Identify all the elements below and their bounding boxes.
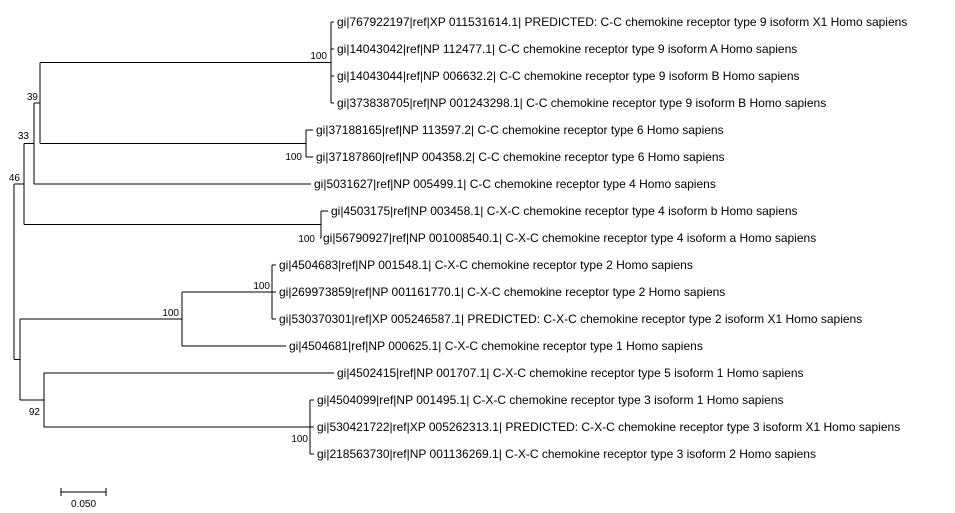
bootstrap-value: 100 <box>253 281 270 292</box>
leaf-label: gi|4502415|ref|NP 001707.1| C-X-C chemok… <box>337 366 804 380</box>
leaf-label: gi|767922197|ref|XP 011531614.1| PREDICT… <box>337 15 907 29</box>
bootstrap-value: 100 <box>298 234 315 245</box>
leaf-label: gi|269973859|ref|NP 001161770.1| C-X-C c… <box>279 285 725 299</box>
bootstrap-value: 100 <box>162 308 179 319</box>
leaf-label: gi|14043044|ref|NP 006632.2| C-C chemoki… <box>337 69 800 83</box>
bootstrap-value: 100 <box>285 152 302 163</box>
leaf-label: gi|218563730|ref|NP 001136269.1| C-X-C c… <box>317 447 816 461</box>
leaf-label: gi|37188165|ref|NP 113597.2| C-C chemoki… <box>316 123 724 137</box>
leaf-label: gi|530370301|ref|XP 005246587.1| PREDICT… <box>279 312 862 326</box>
scale-bar-label: 0.050 <box>71 499 96 510</box>
bootstrap-value: 46 <box>9 173 21 184</box>
leaf-label: gi|373838705|ref|NP 001243298.1| C-C che… <box>337 96 826 110</box>
leaf-label: gi|530421722|ref|XP 005262313.1| PREDICT… <box>317 420 900 434</box>
leaf-label: gi|4503175|ref|NP 003458.1| C-X-C chemok… <box>331 204 798 218</box>
leaf-label: gi|5031627|ref|NP 005499.1| C-C chemokin… <box>314 177 716 191</box>
leaf-label: gi|4504099|ref|NP 001495.1| C-X-C chemok… <box>317 393 784 407</box>
bootstrap-value: 92 <box>29 407 41 418</box>
leaf-label: gi|4504683|ref|NP 001548.1| C-X-C chemok… <box>279 258 693 272</box>
leaf-label: gi|37187860|ref|NP 004358.2| C-C chemoki… <box>316 150 725 164</box>
bootstrap-value: 33 <box>18 131 30 142</box>
leaf-label: gi|14043042|ref|NP 112477.1| C-C chemoki… <box>337 42 797 56</box>
bootstrap-value: 100 <box>291 434 308 445</box>
leaf-label: gi|56790927|ref|NP 001008540.1| C-X-C ch… <box>323 231 816 245</box>
bootstrap-value: 100 <box>310 51 327 62</box>
leaf-label: gi|4504681|ref|NP 000625.1| C-X-C chemok… <box>289 339 703 353</box>
bootstrap-value: 39 <box>27 92 39 103</box>
